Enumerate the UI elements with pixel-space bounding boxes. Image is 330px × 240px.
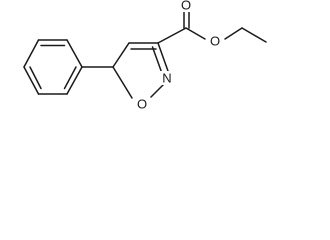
ch2-ch3-bond — [241, 27, 267, 43]
phenyl-double-bond — [63, 66, 77, 90]
ring-bond-c3-n — [157, 42, 169, 72]
c3-carbonyl-bond — [157, 27, 187, 44]
carbonyl-oxygen-label: O — [181, 0, 191, 13]
chemical-structure-diagram: N O O O — [23, 0, 267, 112]
phenyl-bond — [23, 66, 40, 95]
ring-bond-c5-c4 — [112, 42, 130, 68]
phenyl-bond — [23, 39, 40, 68]
carbonyl-ester-o-bond — [185, 27, 206, 40]
isoxazole-ring — [112, 42, 169, 99]
phenyl-bond — [66, 39, 83, 68]
carbonyl-oxygen-background — [179, 0, 193, 12]
ester-oxygen-background — [208, 34, 222, 48]
ring-nitrogen-label: N — [162, 71, 171, 86]
ring-bond-o-c5 — [112, 66, 133, 99]
phenyl-double-bond — [29, 66, 42, 90]
phenyl-ring — [23, 39, 83, 95]
ring-bond-c3-n-double — [151, 46, 163, 73]
ring-oxygen-label: O — [137, 97, 147, 112]
phenyl-bond — [66, 66, 83, 95]
ring-nitrogen-background — [160, 71, 174, 85]
ring-oxygen-background — [135, 97, 149, 111]
ring-bond-n-o — [150, 83, 165, 98]
ester-oxygen-label: O — [210, 34, 220, 49]
ester-o-ch2-bond — [224, 27, 243, 40]
ethyl-ester-group — [157, 10, 267, 44]
